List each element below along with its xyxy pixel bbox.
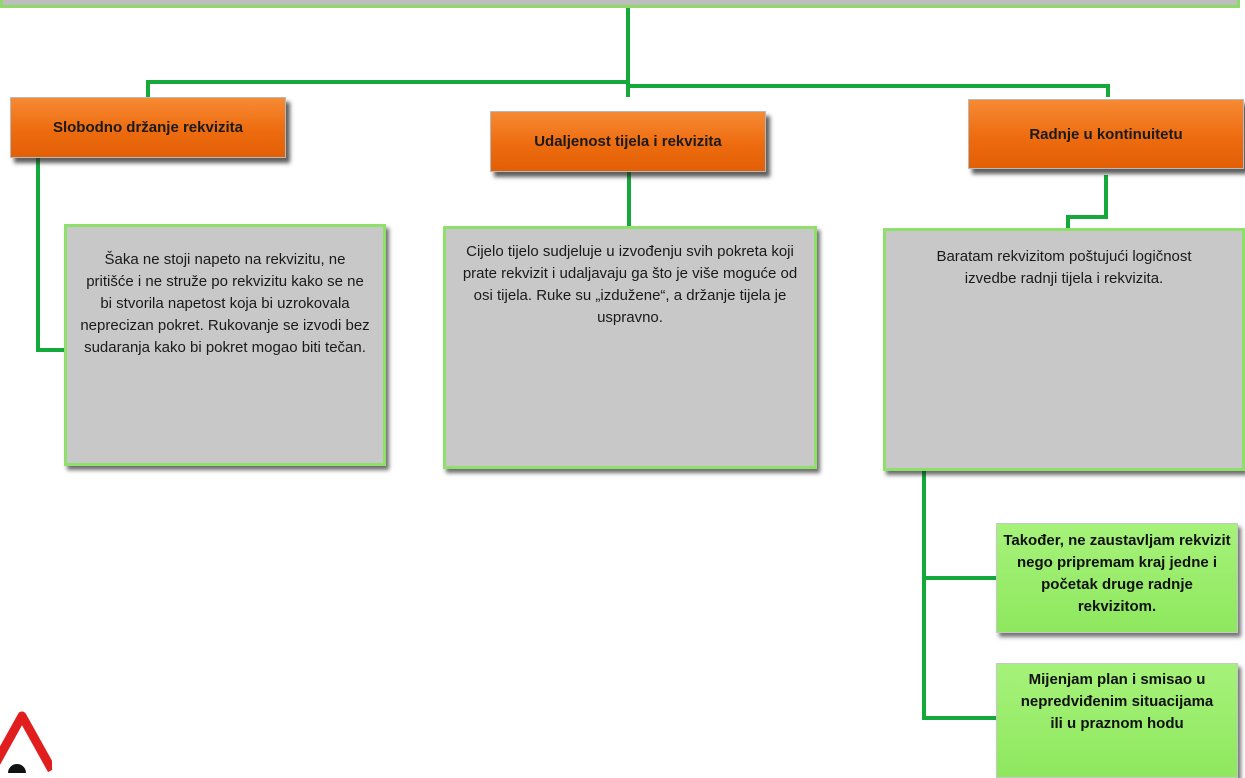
branch-header-slobodno: Slobodno držanje rekvizita — [10, 97, 286, 158]
branch-header-label: Slobodno držanje rekvizita — [52, 119, 244, 136]
branch-header-label: Radnje u kontinuitetu — [1029, 125, 1183, 143]
link-box3 — [1066, 175, 1108, 232]
warning-triangle-icon — [0, 711, 52, 773]
description-box-slobodno: Šaka ne stoji napeto na rekvizitu, ne pr… — [64, 224, 386, 466]
link-sub — [922, 470, 998, 720]
branch-line-1 — [146, 80, 628, 97]
branch-line-2 — [628, 84, 1110, 97]
link-box1 — [36, 158, 68, 352]
description-text: Šaka ne stoji napeto na rekvizitu, ne pr… — [80, 251, 370, 356]
branch-header-radnje: Radnje u kontinuitetu — [968, 99, 1244, 169]
sub-item-box-1: Također, ne zaustavljam rekvizit nego pr… — [996, 523, 1238, 633]
description-text: Baratam rekvizitom poštujući logičnost i… — [936, 248, 1192, 287]
sub-item-box-2: Mijenjam plan i smisao u nepredviđenim s… — [996, 663, 1238, 778]
description-text: Cijelo tijelo sudjeluje u izvođenju svih… — [462, 243, 798, 326]
sub-item-text: Mijenjam plan i smisao u nepredviđenim s… — [1020, 671, 1214, 732]
description-box-udaljenost: Cijelo tijelo sudjeluje u izvođenju svih… — [443, 226, 817, 469]
branch-header-udaljenost: Udaljenost tijela i rekvizita — [490, 111, 766, 172]
branch-header-label: Udaljenost tijela i rekvizita — [534, 133, 722, 150]
description-box-radnje: Baratam rekvizitom poštujući logičnost i… — [883, 228, 1245, 471]
sub-item-text: Također, ne zaustavljam rekvizit nego pr… — [1003, 532, 1231, 615]
root-node-edge — [0, 0, 1240, 8]
